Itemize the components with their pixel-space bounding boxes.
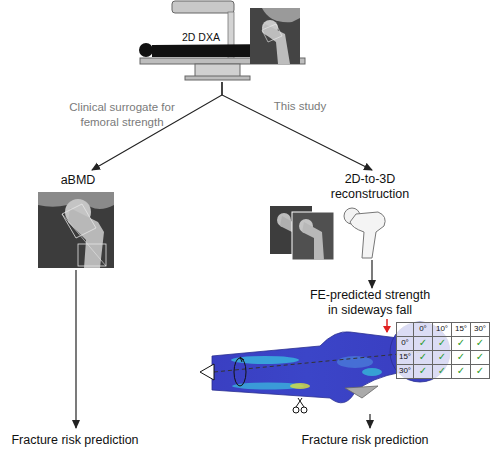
fe-femur-model-ellipse-shape (231, 356, 299, 364)
flow-arrow (222, 82, 372, 170)
table-check: ✓ (413, 364, 433, 379)
table-check: ✓ (451, 350, 471, 365)
fe-femur-model-ellipse-shape (290, 383, 310, 389)
dxa-scanner-rect-shape (195, 64, 240, 77)
fe-femur-model-line-shape (298, 398, 304, 407)
node-label: 2D-to-3D reconstruction (320, 172, 420, 202)
outcome-node: Fracture risk prediction (0, 428, 150, 452)
table-check: ✓ (432, 336, 452, 351)
node-label: FE-predicted strength in sideways fall (305, 288, 435, 318)
dxa-scanner (139, 1, 305, 80)
table-empty-cell (396, 322, 414, 337)
abmd-node: aBMD (38, 170, 118, 270)
flow-arrow (75, 270, 76, 428)
fe-femur-model-ellipse-shape (362, 368, 382, 376)
table-check: ✓ (470, 364, 490, 379)
flow-arrow (371, 260, 372, 288)
dxa-scanner-rect-shape (172, 1, 234, 13)
abmd-xray-rect-shape (78, 244, 106, 266)
fe-femur-model-polygon-shape (345, 386, 378, 398)
fe-femur-model (200, 319, 450, 413)
table-check: ✓ (470, 336, 490, 351)
table-check: ✓ (413, 336, 433, 351)
reconstruction-images-rect-shape (292, 212, 334, 260)
node-label: Fracture risk prediction (285, 433, 445, 448)
fe-femur-model-path-shape (212, 332, 402, 403)
fe-femur-model-line-shape (386, 319, 388, 332)
table-header: 0° (413, 322, 433, 337)
table-header: 15° (451, 322, 471, 337)
abmd-xray (38, 192, 114, 268)
table-check: ✓ (432, 364, 452, 379)
fe-femur-model-circle-shape (301, 407, 307, 413)
fe-femur-model-circle-shape (293, 407, 299, 413)
table-header: 15° (396, 350, 414, 365)
fe-femur-model-ellipse-shape (234, 358, 246, 386)
table-check: ✓ (451, 336, 471, 351)
node-label: 2D DXA (182, 30, 242, 45)
hip-xray-thumbnail-polygon-shape (262, 24, 282, 42)
table-header: 0° (396, 336, 414, 351)
dxa-scanner-circle-shape (139, 43, 153, 57)
table-check: ✓ (413, 350, 433, 365)
table-header: 30° (396, 364, 414, 379)
table-check: ✓ (470, 350, 490, 365)
edge-label: This study (268, 99, 332, 114)
hip-xray-thumbnail (250, 8, 300, 64)
reconstruction-images-path-shape (302, 222, 324, 260)
flow-arrow (369, 414, 370, 428)
outcome-node: Fracture risk prediction (285, 428, 445, 452)
abmd-xray-polygon-shape (62, 204, 96, 238)
node-label: aBMD (38, 173, 118, 188)
fe-femur-model-ellipse-shape (337, 356, 373, 368)
table-header: 30° (470, 322, 490, 337)
hip-xray-thumbnail-rect-shape (250, 8, 300, 64)
table-header: 10° (432, 322, 452, 337)
dxa-scanner-rect-shape (185, 76, 250, 80)
edge-label: Clinical surrogate for femoral strength (62, 100, 182, 130)
fe-femur-model-line-shape (214, 352, 420, 372)
abmd-xray-line-shape (62, 214, 106, 266)
fe-femur-model-path-shape (240, 357, 244, 362)
node-label: Fracture risk prediction (0, 433, 150, 448)
scanner-node: 2D DXA (130, 0, 310, 82)
fe-femur-model-polygon-shape (200, 364, 214, 380)
abmd-xray-path-shape (68, 208, 104, 268)
table-check: ✓ (451, 364, 471, 379)
hip-xray-thumbnail-path-shape (262, 24, 290, 64)
hip-xray-thumbnail-path-shape (262, 8, 300, 22)
abmd-xray-rect-shape (38, 192, 114, 268)
table-check: ✓ (432, 350, 452, 365)
reconstruction-images (270, 206, 385, 260)
reconstruction-node: 2D-to-3D reconstruction (300, 170, 440, 260)
reconstruction-images-path-shape (350, 212, 385, 258)
